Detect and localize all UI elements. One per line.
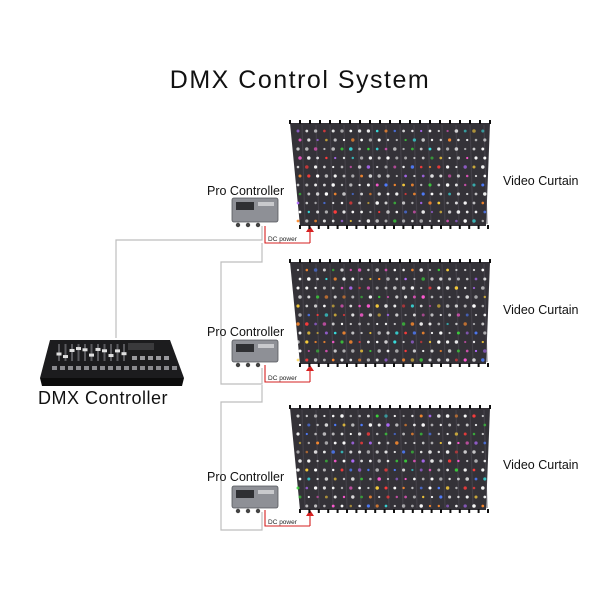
- unit-2: DC power: [231, 259, 491, 383]
- video-curtain-3: [289, 405, 491, 513]
- dmx-cable-main: [115, 226, 263, 338]
- dc-power-label-3: DC power: [268, 519, 298, 526]
- dc-power-line-1: DC power: [264, 226, 314, 244]
- dc-power-line-2: DC power: [264, 365, 314, 383]
- button-row: [52, 356, 177, 370]
- dmx-cable-link-1: [220, 243, 263, 385]
- pro-controller-3: [231, 485, 279, 514]
- pro-controller-1: [231, 197, 279, 228]
- diagram-title: DMX Control System: [169, 66, 431, 94]
- fader-bank: [56, 344, 127, 361]
- dmx-controller: [40, 340, 184, 386]
- dmx-controller-label: DMX Controller: [38, 388, 169, 408]
- unit-3: DC power: [231, 405, 491, 527]
- dc-power-label-1: DC power: [268, 236, 298, 243]
- video-curtain-label-2: Video Curtain: [503, 303, 579, 317]
- video-curtain-label-3: Video Curtain: [503, 458, 579, 472]
- pro-controller-label-1: Pro Controller: [207, 184, 285, 198]
- pro-controller-2: [231, 339, 279, 368]
- video-curtain-label-1: Video Curtain: [503, 174, 579, 188]
- dc-power-line-3: DC power: [264, 510, 314, 527]
- unit-1: DC power: [231, 120, 491, 244]
- dmx-cable-link-2: [220, 385, 263, 531]
- dmx-cables: [115, 226, 263, 531]
- pro-controller-label-2: Pro Controller: [207, 325, 285, 339]
- video-curtain-1: [289, 120, 491, 229]
- video-curtain-2: [289, 259, 491, 367]
- dc-power-label-2: DC power: [268, 375, 298, 382]
- pro-controller-label-3: Pro Controller: [207, 470, 285, 484]
